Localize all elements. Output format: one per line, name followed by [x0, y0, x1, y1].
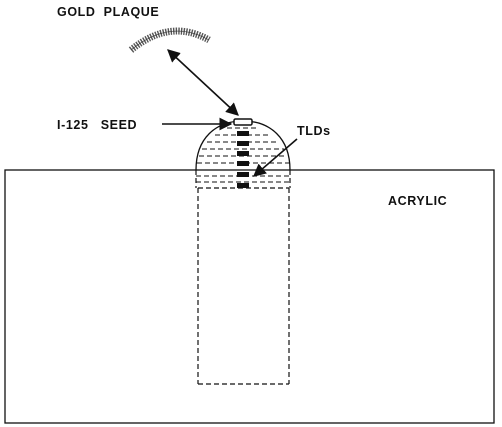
tld-chip [237, 161, 249, 166]
distance-arrow [167, 49, 239, 116]
acrylic-label: ACRYLIC [388, 194, 447, 208]
acrylic-block [4, 169, 495, 424]
seed [233, 118, 253, 126]
gold-plaque [128, 27, 211, 53]
dashed-cylinder [197, 187, 290, 385]
tld-chip [237, 151, 249, 156]
tlds-label: TLDs [297, 124, 331, 138]
tld-chip [237, 183, 249, 188]
gold-plaque-arc-body [128, 27, 211, 53]
tld-chip [237, 141, 249, 146]
tld-chip [237, 131, 249, 136]
tld-chip [237, 172, 249, 177]
seed-label: I-125 SEED [57, 118, 137, 132]
tlds-pointer-arrow [253, 138, 298, 177]
gold-plaque-label: GOLD PLAQUE [57, 5, 159, 19]
gold-plaque-arc-edge [130, 30, 210, 51]
tld-stack [237, 131, 249, 188]
